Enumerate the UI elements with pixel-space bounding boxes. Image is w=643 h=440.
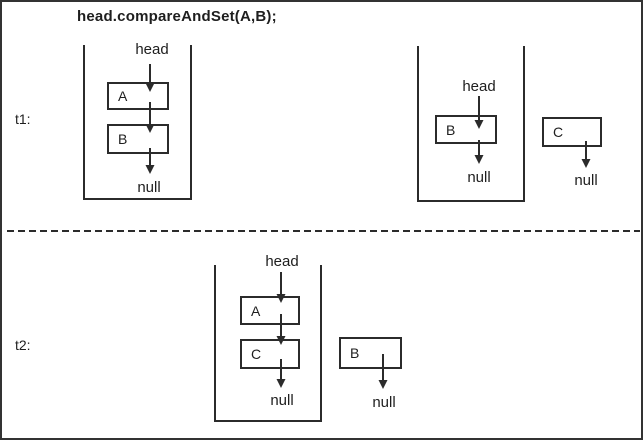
row-label-t1: t1:	[15, 111, 31, 127]
t1-stack1-node-a: A	[107, 82, 169, 110]
node-label: C	[553, 124, 564, 140]
node-label: B	[350, 345, 360, 361]
t2-stack1-head-label: head	[265, 253, 299, 270]
t2-detached-node-b: B	[339, 337, 402, 369]
node-label: A	[251, 302, 261, 319]
node-label: B	[446, 121, 456, 138]
t2-stack1-container	[214, 265, 322, 422]
t1-detached-null-label: null	[574, 172, 598, 189]
t1-stack2-null-label: null	[467, 169, 491, 186]
node-label: B	[118, 131, 128, 147]
node-label: A	[118, 88, 128, 104]
t2-stack1-node-a: A	[240, 296, 300, 325]
t1-stack1-container	[83, 45, 192, 200]
t2-detached-null-label: null	[372, 394, 396, 411]
diagram-title: head.compareAndSet(A,B);	[77, 8, 277, 25]
node-label: C	[251, 346, 262, 362]
t1-stack1-node-b: B	[107, 124, 169, 154]
t2-stack1-null-label: null	[270, 392, 294, 409]
t1-stack1-head-label: head	[135, 41, 169, 58]
t2-stack1-node-c: C	[240, 339, 300, 369]
t1-stack2-head-label: head	[462, 78, 496, 95]
t1-detached-node-c: C	[542, 117, 602, 147]
row-label-t2: t2:	[15, 337, 31, 353]
t1-stack2-node-b: B	[435, 115, 497, 144]
t1-stack1-null-label: null	[137, 179, 161, 196]
t1-stack2-container	[417, 46, 525, 202]
